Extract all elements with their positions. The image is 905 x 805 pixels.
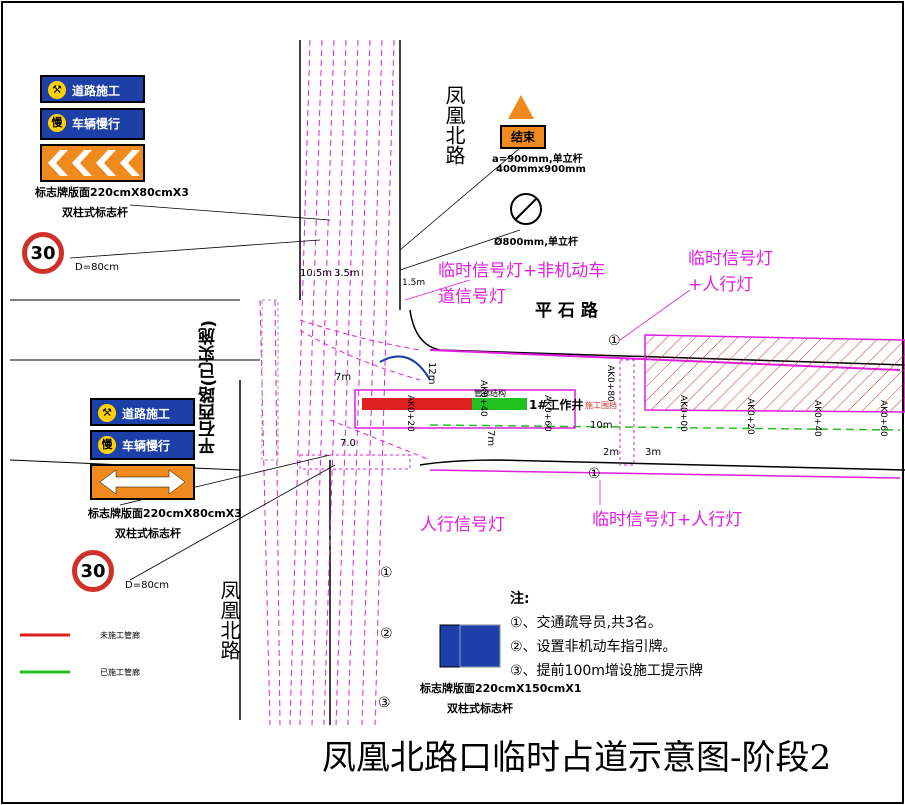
unbuilt-pipe	[362, 398, 472, 410]
signal-label-pedestrian: 人行信号灯	[420, 515, 505, 535]
end-sign-spec2: 400mmx900mm	[496, 164, 586, 175]
station-label: AK0+40	[812, 400, 822, 437]
signal-label-nonmotor: 临时信号灯+非机动车	[438, 261, 606, 281]
sign-spec-top: 标志牌版面220cmX80cmX3	[35, 186, 189, 199]
dim-7m: 7m	[335, 372, 352, 383]
hatched-work-zone	[644, 334, 905, 413]
sign-road-work-top: ⚒ 道路施工	[40, 75, 145, 103]
guide-sign-spec: 标志牌版面220cmX150cmX1	[420, 682, 582, 695]
lane-divider-green	[429, 424, 901, 431]
dim-3m: 3m	[645, 447, 662, 458]
page-title: 凤凰北路口临时占道示意图-阶段2	[322, 738, 832, 778]
station-label: AK0+20	[405, 395, 415, 432]
road-name-fenghuang-bottom: 凤凰北路	[217, 580, 241, 660]
worker-icon: ⚒	[48, 81, 66, 99]
speed-limit-diameter-mid: D=80cm	[125, 580, 170, 591]
end-sign-spec1: a=900mm,单立杆	[492, 154, 583, 165]
marker-3: ③	[378, 695, 391, 711]
end-sign: 结束	[500, 125, 546, 149]
note-2: ②、设置非机动车指引牌。	[510, 639, 677, 655]
marker-1: ①	[588, 466, 601, 482]
sign-label: 车辆慢行	[72, 117, 121, 131]
station-label: AK0+60	[542, 395, 552, 432]
double-arrow-sign	[90, 464, 195, 500]
work-fence-label: 施工围挡	[585, 401, 617, 410]
signal-label-temp: 临时信号灯	[688, 249, 773, 269]
marker-1: ①	[380, 565, 393, 581]
sign-pole-mid: 双柱式标志杆	[115, 527, 181, 540]
end-sign-diameter: Ø800mm,单立杆	[494, 237, 579, 248]
signal-leaders	[404, 279, 691, 505]
signal-label-nonmotor-line2: 道信号灯	[438, 287, 506, 307]
sign-road-work-mid: ⚒ 道路施工	[90, 398, 195, 426]
sign-label: 车辆慢行	[122, 439, 171, 453]
dim-1-5m: 1.5m	[402, 278, 426, 288]
speed-limit-sign-mid: 30	[72, 550, 114, 592]
note-1: ①、交通疏导员,共3名。	[510, 615, 662, 631]
closure-line-bottom	[429, 469, 901, 479]
blue-arc	[379, 355, 431, 381]
built-pipe	[472, 398, 527, 410]
dim-10-5m: 10.5m	[300, 268, 333, 279]
slow-icon: 慢	[48, 114, 66, 132]
dim-3-5m: 3.5m	[334, 268, 360, 279]
sign-slow-mid: 慢 车辆慢行	[90, 430, 195, 460]
double-arrow-icon	[99, 469, 186, 495]
worker-icon: ⚒	[98, 404, 116, 422]
leader-lines	[69, 147, 521, 581]
end-speed-limit-icon	[510, 193, 542, 225]
legend-unbuilt: 未施工管廊	[100, 631, 140, 640]
sign-spec-mid: 标志牌版面220cmX80cmX3	[88, 507, 242, 520]
chevron-sign-top	[40, 144, 145, 182]
pipe-structure-label: 管廊结构	[474, 389, 506, 398]
dim-12m: 12m	[426, 362, 437, 385]
guide-sign-board-right	[459, 624, 501, 668]
pingshi-road-edge-bottom	[419, 459, 905, 471]
road-name-pingshi-west: 平石西路(已实施)	[199, 320, 219, 455]
sign-label: 道路施工	[122, 407, 171, 421]
signal-label-temp-line2: +人行灯	[688, 275, 754, 295]
speed-limit-sign-top: 30	[22, 232, 64, 274]
work-enclosure	[354, 389, 576, 429]
station-label: AK0+40	[478, 380, 488, 417]
marker-2: ②	[380, 626, 393, 642]
sign-slow-top: 慢 车辆慢行	[40, 108, 145, 140]
station-label: AK0+80	[605, 365, 615, 402]
speed-limit-diameter-top: D=80cm	[75, 262, 120, 273]
warning-triangle-icon	[508, 95, 534, 119]
road-name-pingshi: 平 石 路	[535, 301, 598, 321]
dim-10m: 10m	[590, 420, 613, 431]
chevron-icon	[48, 150, 140, 176]
dim-7m-b: 7m	[485, 430, 496, 447]
dim-7-0: 7.0	[340, 438, 356, 449]
dim-2m: 2m	[603, 447, 620, 458]
slow-icon: 慢	[98, 436, 116, 454]
fenghuang-road-edge	[239, 40, 401, 725]
note-3: ③、提前100m增设施工提示牌	[510, 663, 703, 679]
station-label: AK0+00	[678, 395, 688, 432]
sign-pole-top: 双柱式标志杆	[62, 206, 128, 219]
guide-sign-pole: 双柱式标志杆	[447, 702, 513, 715]
legend-built: 已施工管廊	[100, 668, 140, 677]
signal-label-temp-ped: 临时信号灯+人行灯	[592, 510, 743, 530]
station-label: AK0+60	[878, 400, 888, 437]
turn-curves	[299, 319, 431, 461]
road-name-fenghuang-top: 凤凰北路	[442, 85, 466, 165]
lane-markings	[259, 39, 395, 726]
diagonal-slash-icon	[515, 198, 537, 220]
notes-heading: 注:	[510, 591, 530, 607]
marker-1: ①	[608, 333, 621, 349]
sign-label: 道路施工	[72, 84, 121, 98]
work-well-label: 1#工作井	[529, 398, 584, 412]
station-label: AK0+20	[745, 398, 755, 435]
